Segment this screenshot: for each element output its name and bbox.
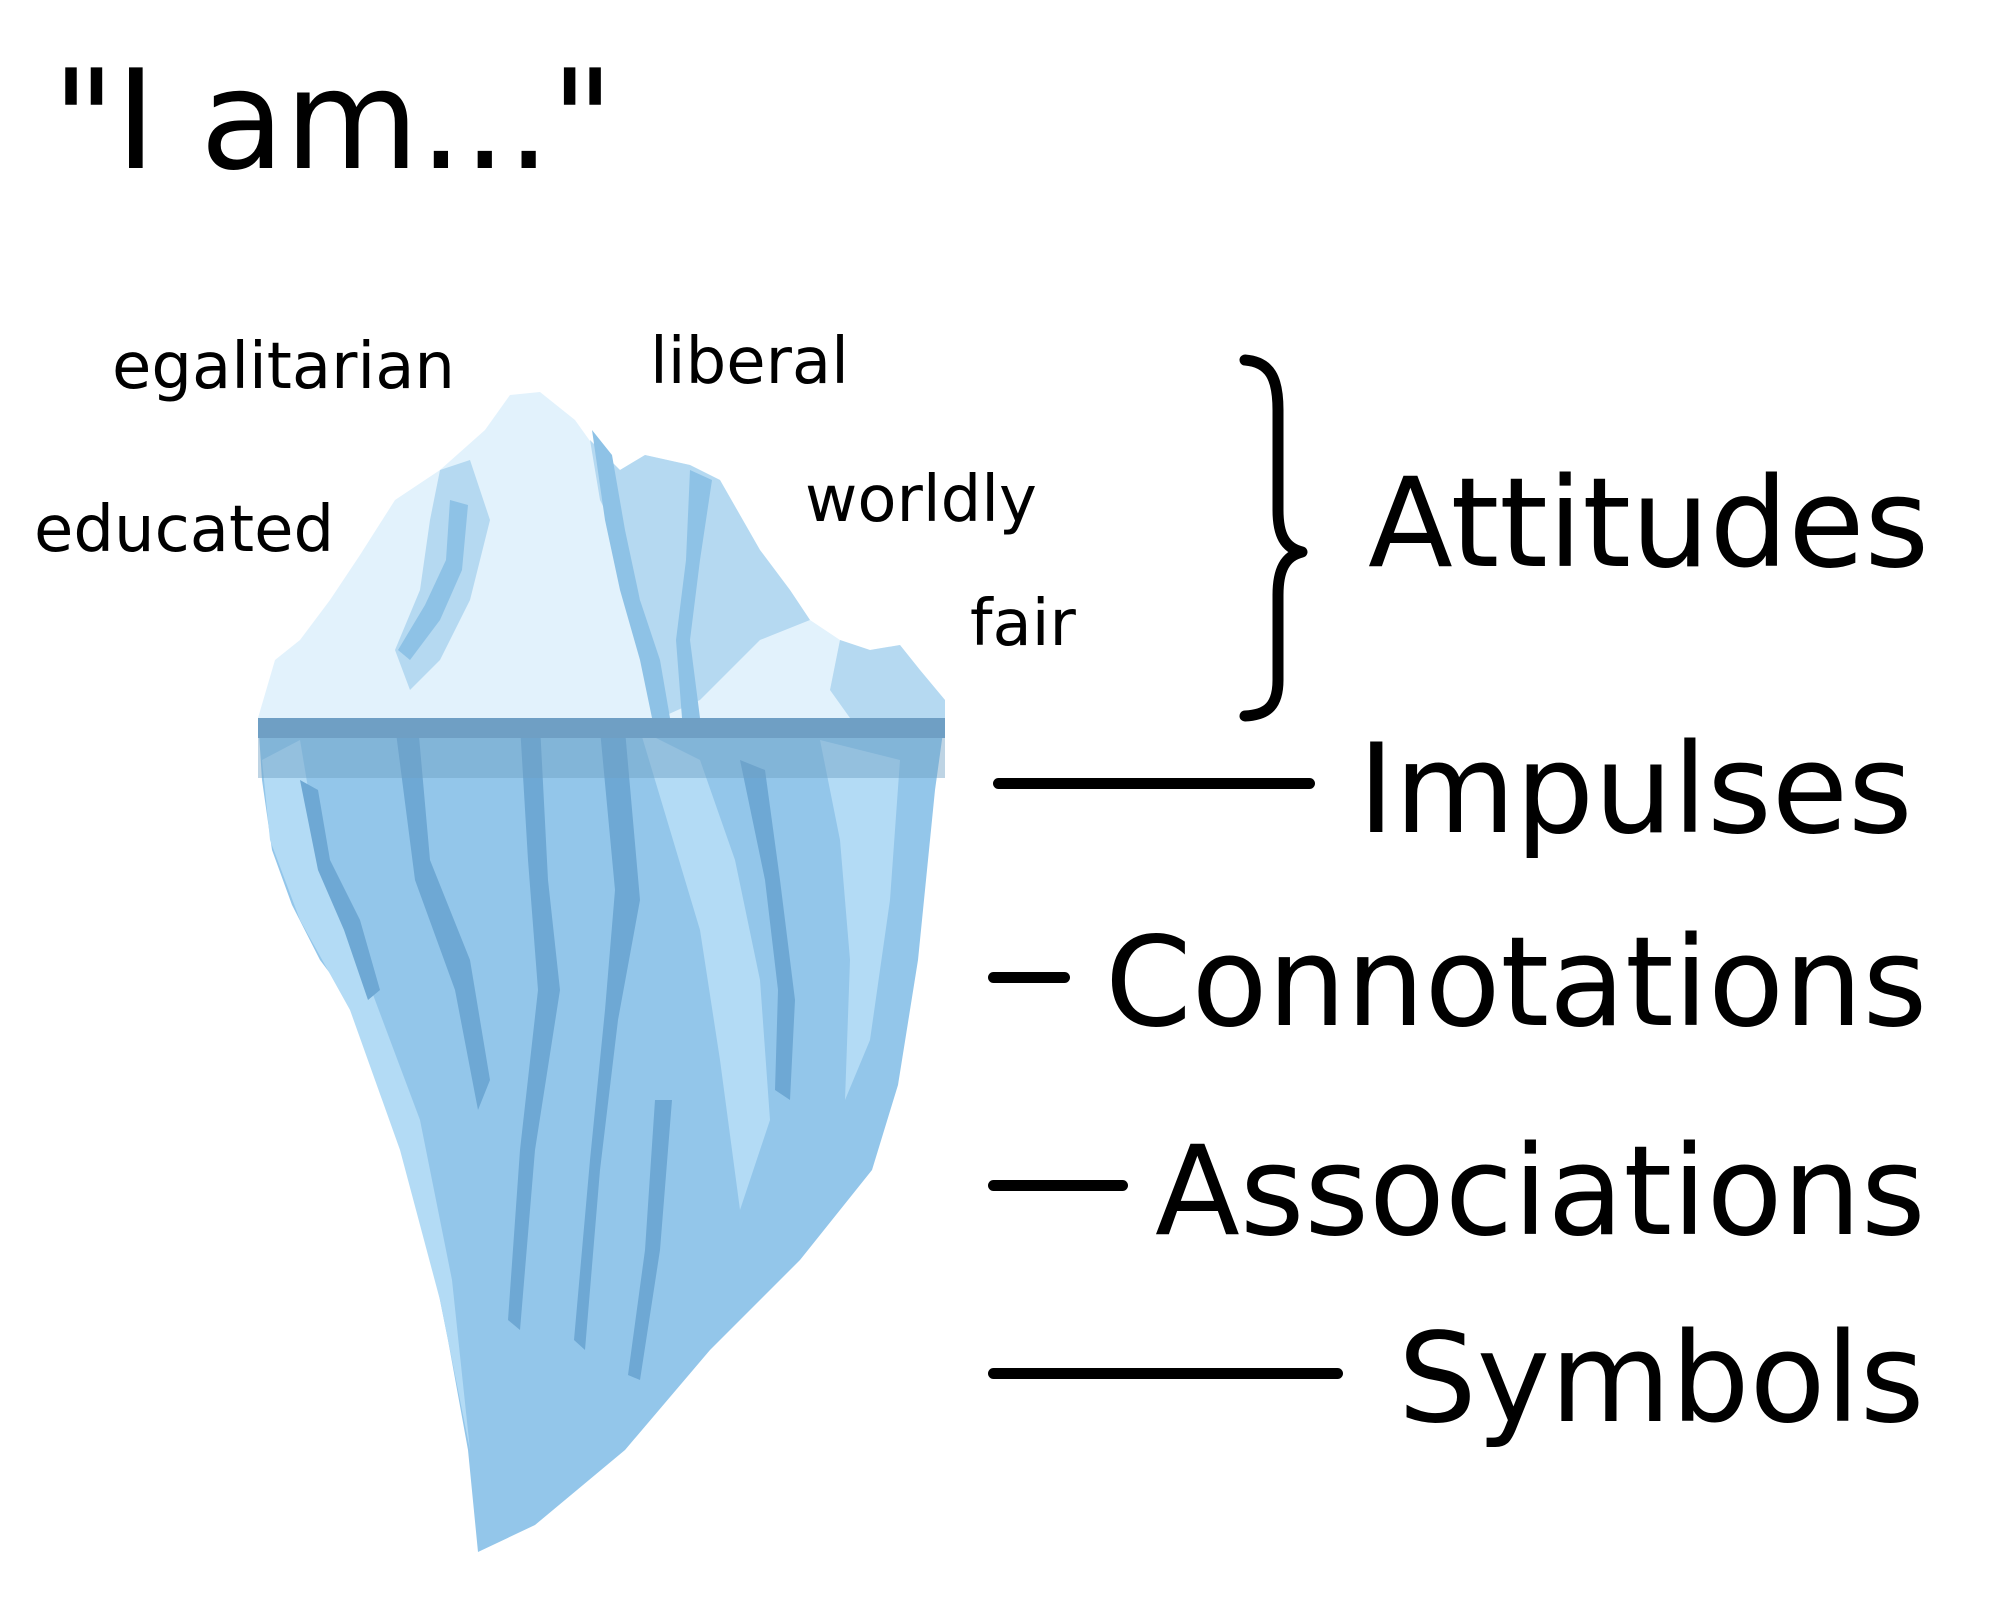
level-label-associations: Associations xyxy=(1155,1120,1926,1264)
iceberg-submerged-facet xyxy=(262,740,470,1450)
surface-word-educated: educated xyxy=(34,493,335,567)
leader-line-symbols xyxy=(988,1368,1343,1379)
leader-line-impulses xyxy=(993,778,1315,789)
leader-line-associations xyxy=(988,1180,1128,1191)
iceberg-tip-facet xyxy=(830,640,945,718)
iceberg-crevice xyxy=(300,780,380,1000)
level-label-attitudes: Attitudes xyxy=(1368,452,1930,596)
level-label-connotations: Connotations xyxy=(1105,911,1928,1055)
iceberg-crevice xyxy=(508,725,560,1330)
level-label-symbols: Symbols xyxy=(1398,1307,1925,1451)
waterline-shade xyxy=(258,738,945,778)
level-label-impulses: Impulses xyxy=(1358,718,1913,862)
iceberg-submerged-facet xyxy=(640,730,770,1210)
iceberg-crevice xyxy=(628,1100,672,1380)
leader-line-connotations xyxy=(988,972,1070,983)
surface-word-liberal: liberal xyxy=(650,325,849,399)
waterline-band xyxy=(258,718,945,738)
iceberg-tip-facet xyxy=(590,440,810,718)
surface-word-egalitarian: egalitarian xyxy=(112,330,455,404)
iceberg-crevice xyxy=(398,500,468,660)
page-title: "I am..." xyxy=(52,40,615,201)
attitudes-brace xyxy=(1239,354,1308,722)
iceberg-crevice xyxy=(740,760,795,1100)
iceberg-submerged-facet xyxy=(820,740,900,1100)
iceberg-crevice xyxy=(574,730,640,1350)
iceberg-crevice xyxy=(676,470,712,718)
surface-word-fair: fair xyxy=(970,587,1076,661)
surface-word-worldly: worldly xyxy=(805,463,1037,537)
iceberg-crevice xyxy=(395,725,490,1110)
iceberg-crevice xyxy=(592,430,670,718)
